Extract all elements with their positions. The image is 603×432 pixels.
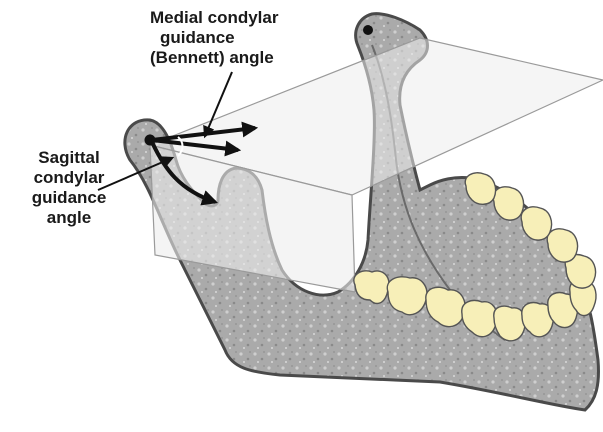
sagittal-label-line-1: Sagittal: [6, 148, 132, 168]
sagittal-label-line-3: guidance: [6, 188, 132, 208]
medial-condylar-label: Medial condylar guidance (Bennett) angle: [150, 8, 278, 68]
sagittal-label-line-2: condylar: [6, 168, 132, 188]
medial-label-line-1: Medial condylar: [150, 8, 278, 28]
medial-label-line-2: guidance: [150, 28, 278, 48]
sagittal-label-line-4: angle: [6, 208, 132, 228]
medial-label-line-3: (Bennett) angle: [150, 48, 278, 68]
far-condyle-pivot: [363, 25, 373, 35]
sagittal-condylar-label: Sagittal condylar guidance angle: [6, 148, 132, 228]
